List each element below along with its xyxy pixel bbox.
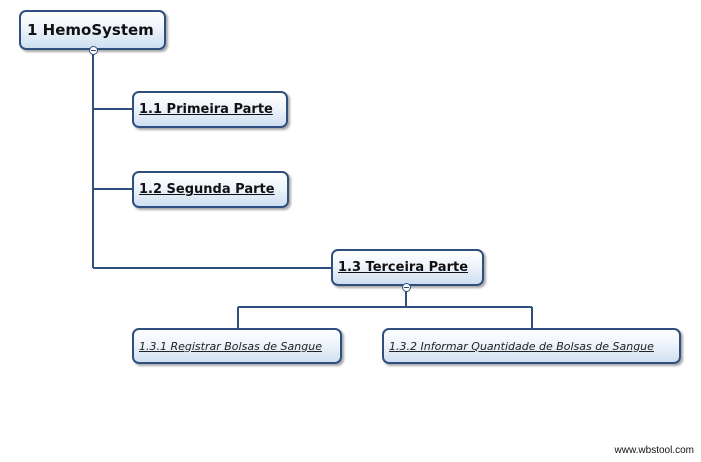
node-1-3-2[interactable]: 1.3.2 Informar Quantidade de Bolsas de S… — [382, 328, 681, 364]
node-1-1-label: 1.1 Primeira Parte — [139, 102, 273, 117]
collapse-1-3-icon[interactable] — [402, 283, 411, 292]
node-1-2[interactable]: 1.2 Segunda Parte — [132, 171, 289, 208]
node-1-3[interactable]: 1.3 Terceira Parte — [331, 249, 484, 286]
node-1-3-1[interactable]: 1.3.1 Registrar Bolsas de Sangue — [132, 328, 342, 364]
node-1-3-label: 1.3 Terceira Parte — [338, 260, 469, 275]
node-1-2-label: 1.2 Segunda Parte — [139, 182, 275, 197]
node-1-3-1-label: 1.3.1 Registrar Bolsas de Sangue — [139, 339, 322, 353]
node-1-1[interactable]: 1.1 Primeira Parte — [132, 91, 288, 128]
root-node-label: 1 HemoSystem — [27, 21, 154, 39]
watermark: www.wbstool.com — [614, 445, 694, 456]
root-node[interactable]: 1 HemoSystem — [19, 10, 166, 50]
collapse-root-icon[interactable] — [89, 46, 98, 55]
node-1-3-2-label: 1.3.2 Informar Quantidade de Bolsas de S… — [389, 339, 654, 353]
